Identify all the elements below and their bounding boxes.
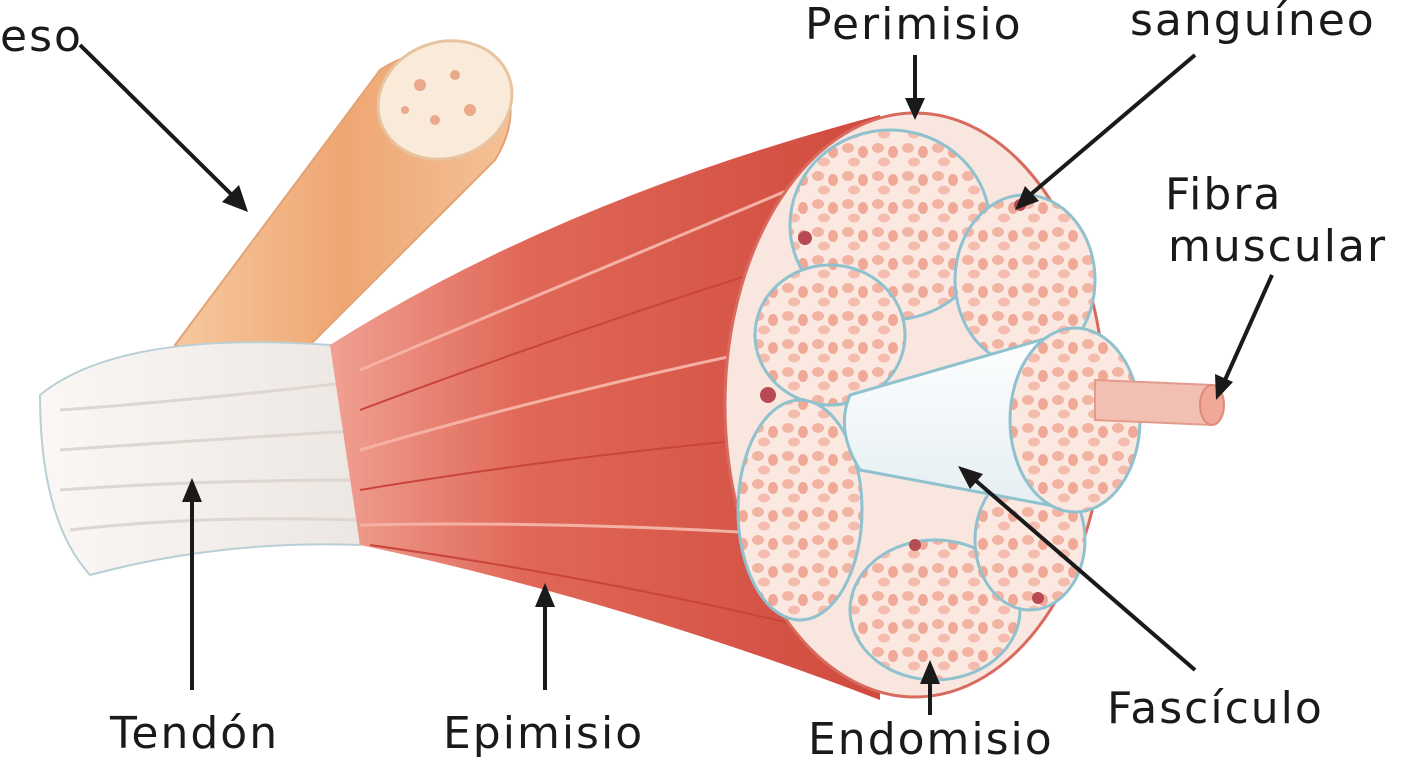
- label-hueso: eso: [0, 10, 83, 64]
- label-epimisio: Epimisio: [443, 707, 644, 761]
- blood-vessel: [1032, 592, 1044, 604]
- fascicle: [755, 265, 905, 405]
- label-fasciculo: Fascículo: [1107, 682, 1324, 736]
- label-perimisio: Perimisio: [805, 0, 1023, 52]
- label-endomisio: Endomisio: [808, 713, 1054, 765]
- blood-vessel: [909, 539, 921, 551]
- label-tendon: Tendón: [110, 707, 279, 761]
- label-muscular: muscular: [1168, 220, 1387, 274]
- blood-vessel: [798, 231, 812, 245]
- label-vaso-sanguineo: sanguíneo: [1130, 0, 1376, 48]
- blood-vessel: [760, 387, 776, 403]
- fascicle: [738, 400, 862, 620]
- muscle-fiber: [1095, 380, 1224, 425]
- label-fibra: Fibra: [1165, 168, 1282, 222]
- tendon: [40, 342, 380, 575]
